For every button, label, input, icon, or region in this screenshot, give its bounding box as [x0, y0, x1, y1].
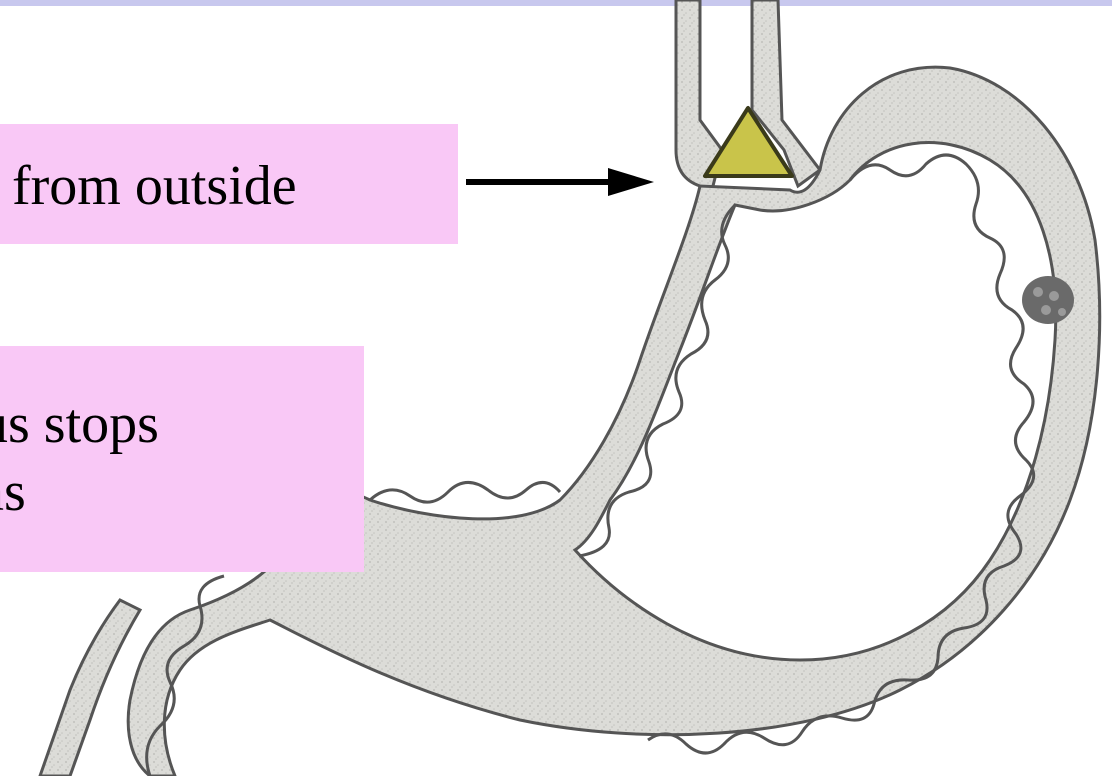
vagus-label-line2: ns	[0, 460, 26, 524]
outside-label-box: from outside	[0, 124, 458, 244]
mucosal-patch	[1022, 276, 1074, 324]
rugae-lesser-curve	[370, 482, 560, 502]
vagus-label-box: gus stops ns	[0, 346, 364, 572]
vagus-label-line1: gus stops	[0, 392, 159, 456]
outside-label: from outside	[12, 154, 297, 218]
duodenum-inner	[40, 600, 140, 776]
arrow-right-icon	[466, 168, 654, 196]
